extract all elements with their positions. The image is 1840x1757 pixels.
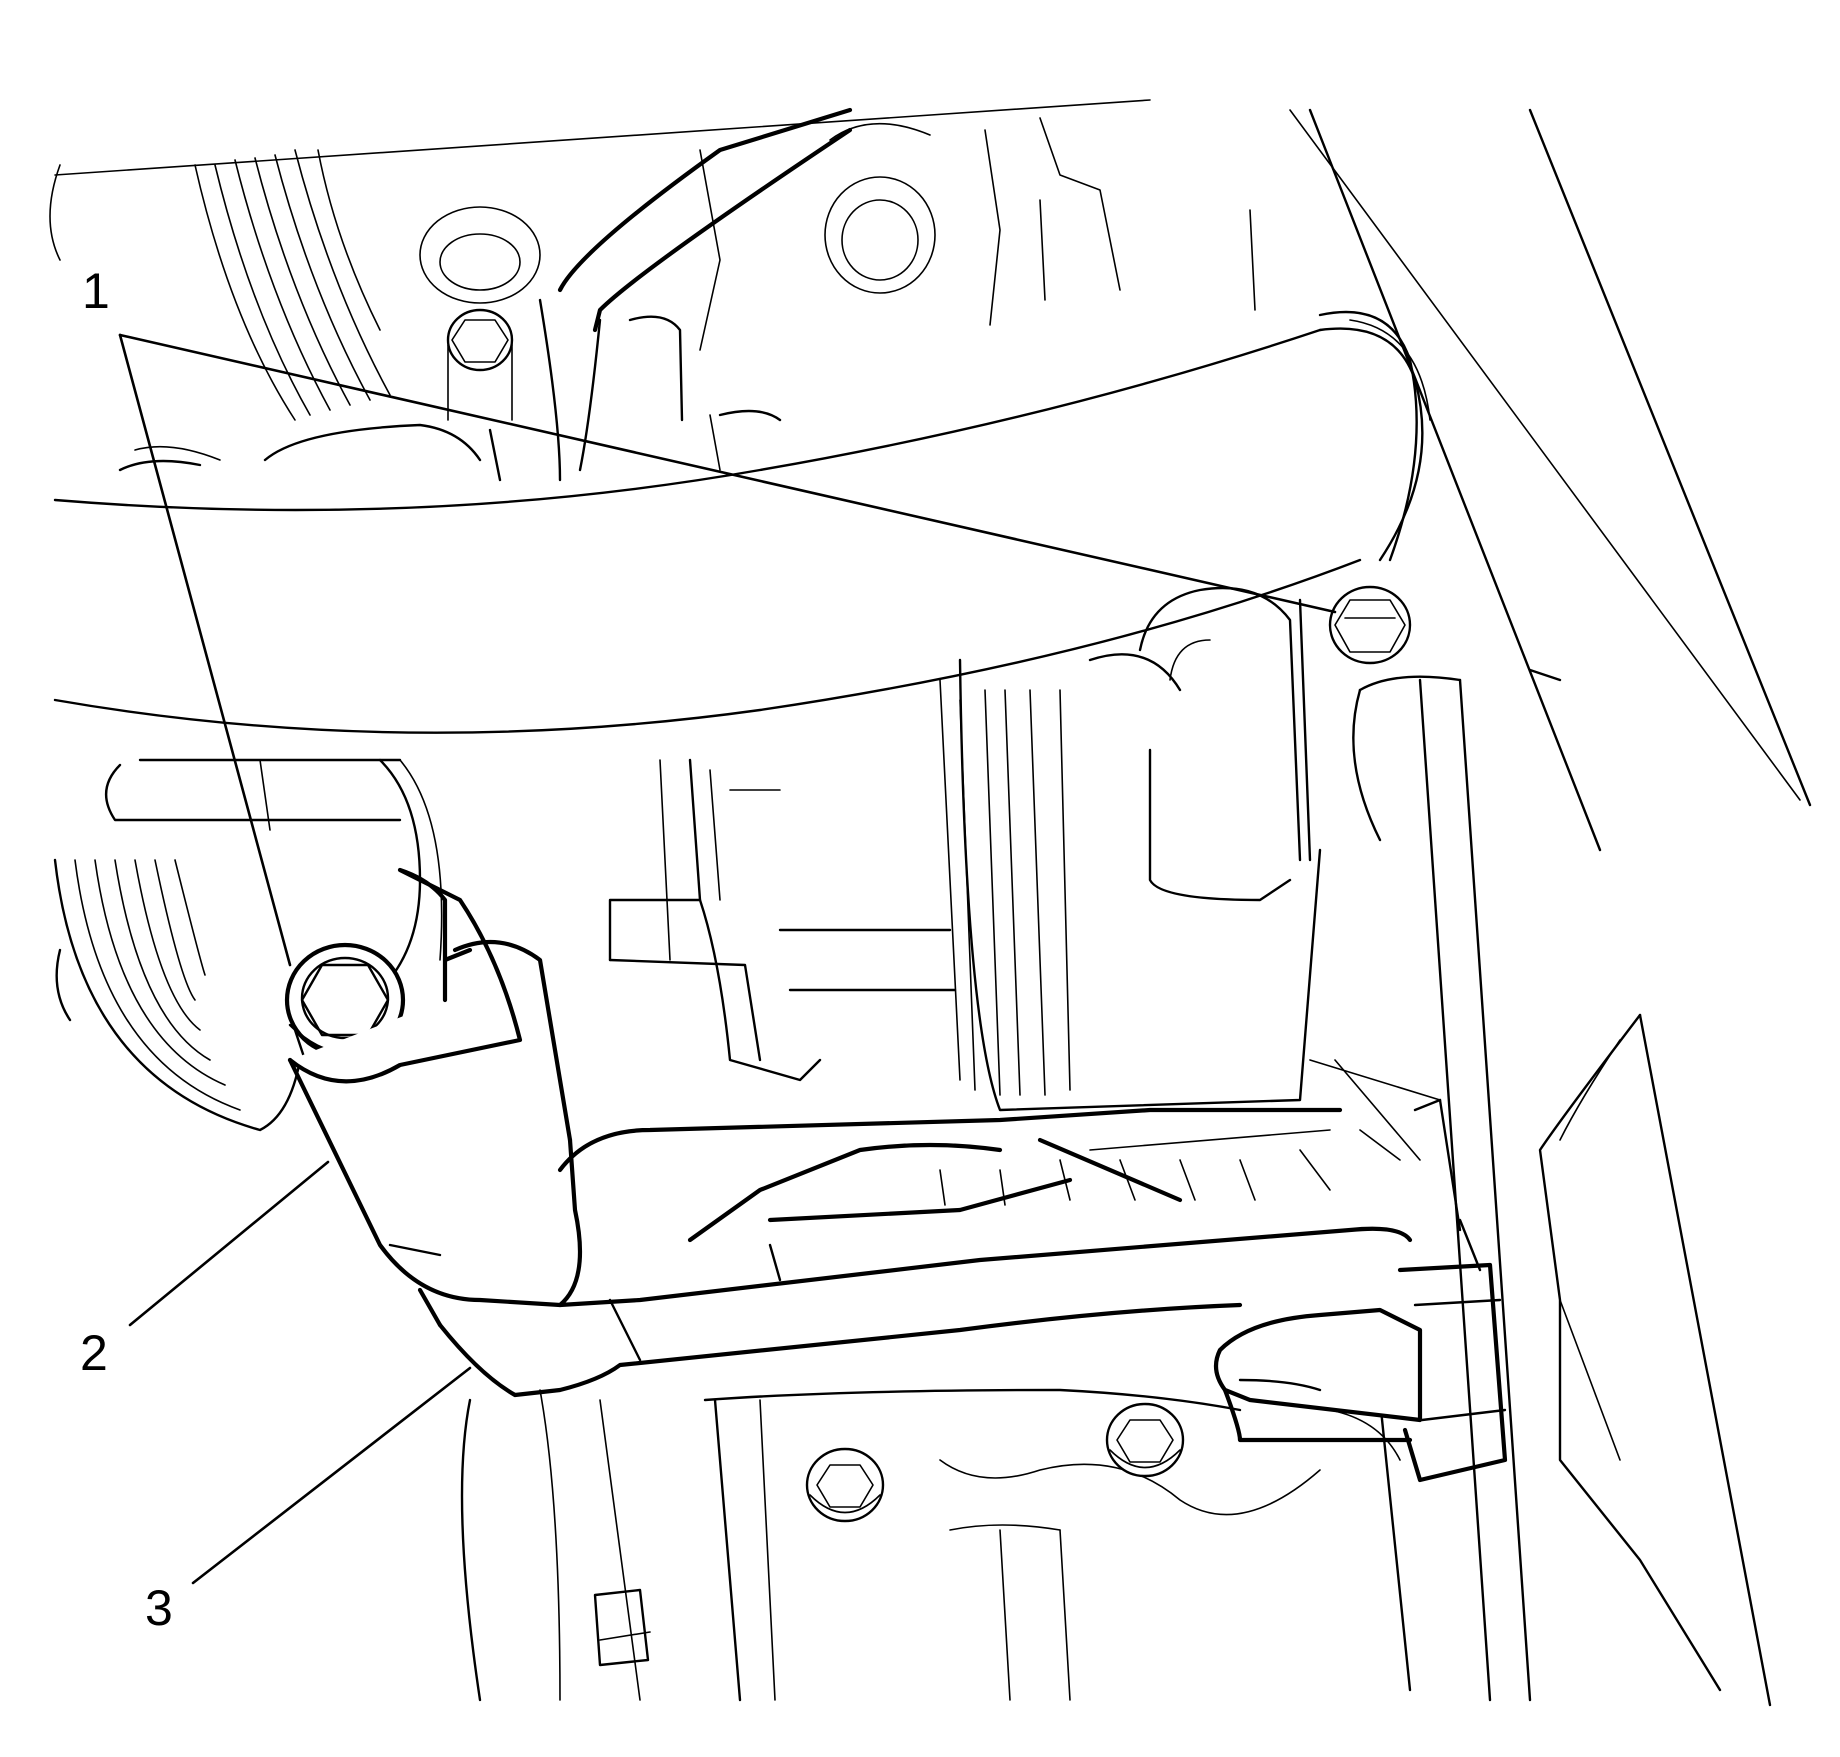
callout-leaders (118, 333, 1337, 1585)
bolt-bottom-right (1105, 1402, 1185, 1478)
bolt-bottom-center (805, 1447, 885, 1523)
leader-2 (128, 1160, 330, 1327)
bolt-right (1298, 585, 1412, 862)
mounting-arm (417, 1059, 1482, 1398)
callout-labels: 1 2 3 (80, 263, 173, 1636)
crank-pulley (53, 858, 302, 1132)
engine-background (49, 99, 1812, 1707)
leader-3 (191, 1366, 472, 1585)
support-bracket (287, 867, 583, 1308)
callout-label-3: 3 (145, 1580, 173, 1636)
center-housing (608, 586, 1322, 1112)
retaining-strap (53, 327, 1424, 734)
callout-label-2: 2 (80, 1325, 108, 1381)
callout-label-1: 1 (82, 263, 110, 319)
end-fitting (1213, 1262, 1508, 1483)
leader-1b (118, 333, 1337, 614)
bolt-upper-left (446, 308, 514, 421)
leader-1a (118, 333, 292, 967)
right-bracket (1538, 1013, 1772, 1707)
